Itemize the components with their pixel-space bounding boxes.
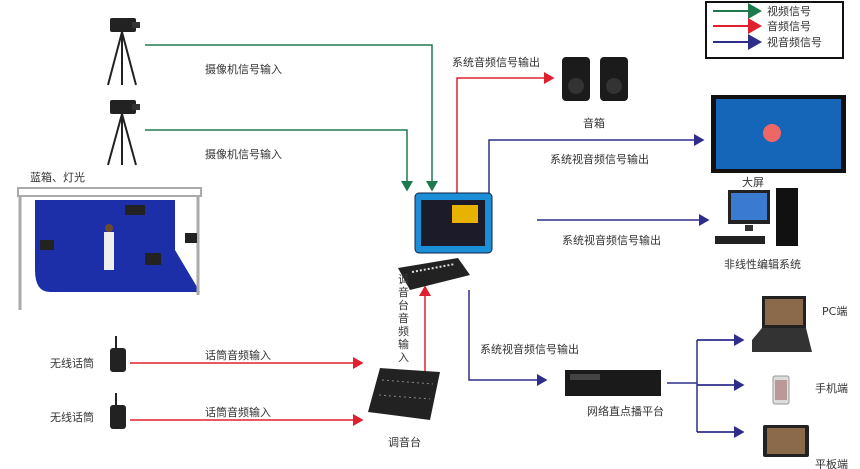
mic1-label: 无线话筒 <box>50 356 94 370</box>
svg-text:输: 输 <box>398 337 409 351</box>
edit-out-label: 系统视音频信号输出 <box>562 233 661 247</box>
large-screen-icon <box>711 95 846 173</box>
camera-icon <box>107 18 140 86</box>
svg-text:音: 音 <box>398 311 409 325</box>
connections <box>130 44 745 438</box>
svg-text:台: 台 <box>398 298 409 312</box>
laptop-icon <box>752 296 812 352</box>
audio-out-line <box>456 72 555 193</box>
mic2-in-label: 话筒音频输入 <box>205 405 271 419</box>
stream-label: 网络直点播平台 <box>587 404 664 418</box>
stream-out-line <box>468 290 548 386</box>
svg-text:调: 调 <box>398 273 409 286</box>
legend-av-label: 视音频信号 <box>767 35 822 49</box>
legend-video-label: 视频信号 <box>767 4 811 18</box>
camera-icon <box>107 100 140 166</box>
bluebox-studio-image <box>17 187 202 310</box>
camera1-video-line <box>145 44 438 192</box>
screen-label: 大屏 <box>742 175 764 189</box>
bluebox-label: 蓝箱、灯光 <box>30 170 85 184</box>
legend: 视频信号 音频信号 视音频信号 <box>705 1 844 59</box>
screen-out-label: 系统视音频信号输出 <box>550 152 649 166</box>
control-panel <box>398 258 470 290</box>
mic1-in-label: 话筒音频输入 <box>205 348 271 362</box>
pc-label: PC端 <box>822 305 847 318</box>
wireless-mic-icon <box>110 393 126 429</box>
streaming-server-icon <box>565 370 661 396</box>
edit-label: 非线性编辑系统 <box>724 257 801 271</box>
mixer-label: 调音台 <box>388 435 421 449</box>
wireless-mic-icon <box>110 336 126 372</box>
editing-workstation-icon <box>715 188 798 246</box>
production-switcher-device <box>414 192 493 254</box>
phone-label: 手机端 <box>815 381 848 395</box>
stream-out-label: 系统视音频信号输出 <box>480 342 579 356</box>
speaker-label: 音箱 <box>583 116 605 130</box>
svg-text:频: 频 <box>398 324 409 338</box>
stream-distribution-line <box>667 339 743 433</box>
audio-mixer-icon <box>368 368 440 420</box>
screen-out-line <box>488 134 705 195</box>
mixer-in-label: 调 音 台 音 频 输 入 <box>398 273 409 364</box>
tablet-icon <box>763 425 809 457</box>
mic2-label: 无线话筒 <box>50 410 94 424</box>
svg-text:入: 入 <box>398 351 409 364</box>
svg-text:音: 音 <box>398 285 409 299</box>
speaker-icon <box>562 57 628 101</box>
legend-audio-label: 音频信号 <box>767 19 811 33</box>
camera2-video-line <box>145 129 413 192</box>
camera1-label: 摄像机信号输入 <box>205 62 282 76</box>
phone-icon <box>772 375 790 405</box>
audio-out-label: 系统音频信号输出 <box>452 55 540 69</box>
tablet-label: 平板端 <box>815 457 848 469</box>
camera2-label: 摄像机信号输入 <box>205 147 282 161</box>
